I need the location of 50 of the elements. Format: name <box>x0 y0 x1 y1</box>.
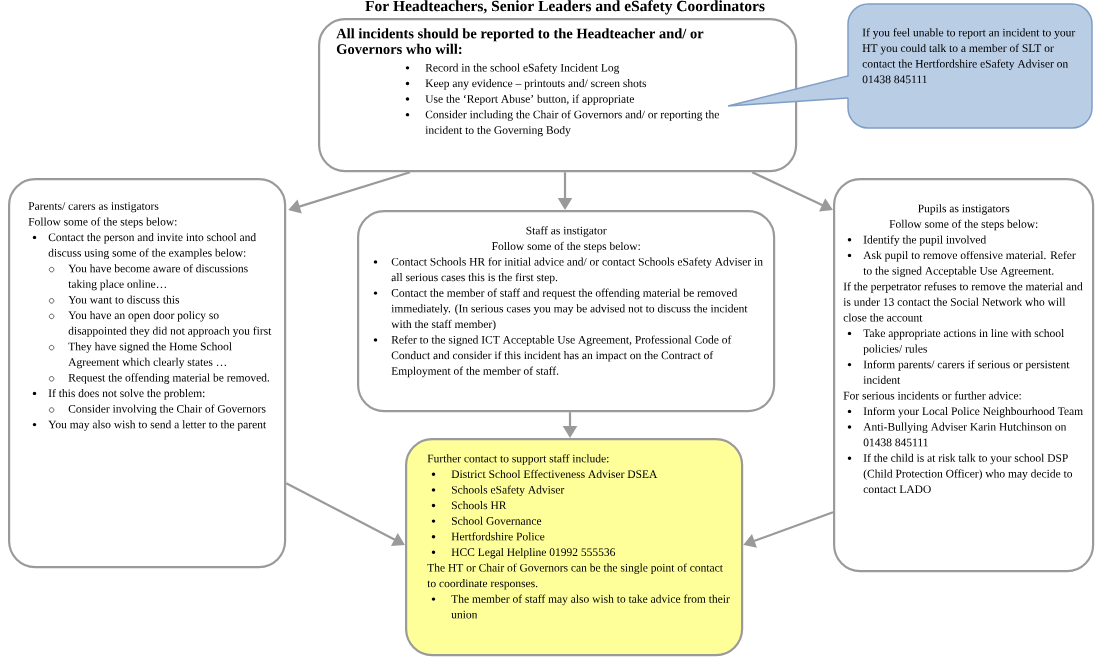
bullet-item: Schools eSafety Adviser <box>431 485 565 496</box>
bullet-item: You have become aware of discussions taking place online… <box>49 264 248 291</box>
bullet-item: Inform your Local Police Neighbourhood Team <box>847 406 1083 418</box>
bullet-item: Keep any evidence – printouts and/ screen shots <box>405 79 647 90</box>
bullet-item: HCC Legal Helpline 01992 555536 <box>431 547 616 559</box>
text-line: Further contact to support staff include: <box>427 454 609 465</box>
bullet-item: Contact Schools HR for initial advice and/ or contact Schools eSafety Adviser in all serious cases this is the first step. <box>373 257 763 284</box>
bullet-item: If this does not solve the problem: <box>32 388 205 400</box>
process-box <box>8 178 287 569</box>
bullet-item: Ask pupil to remove offensive material. Refer to the signed Acceptable Use Agreement. <box>847 250 1076 278</box>
arrow <box>285 482 405 546</box>
bullet-item: You may also wish to send a letter to the parent <box>32 420 267 431</box>
bullet-item: Contact the member of staff and request the offending material be removed immediately. (In serious cases you may be advised not to discuss the incident with the staff member) <box>373 288 748 331</box>
bullet-item: Hertfordshire Police <box>431 532 545 541</box>
bullet-item: You want to discuss this <box>49 295 180 304</box>
bullet-item: If the child is at risk talk to your school DSP (Child Protection Officer) who may decide to contact LADO <box>847 453 1073 494</box>
title: For Headteachers, Senior Leaders and eSafety Coordinators <box>365 0 765 15</box>
heading: Pupils as instigators <box>918 204 1010 215</box>
bullet-item: Record in the school eSafety Incident Log <box>405 63 620 74</box>
text-line: For serious incidents or further advice: <box>843 391 1021 400</box>
bullet-item: District School Effectiveness Adviser DSEA <box>431 469 658 478</box>
text-line: Parents/ carers as instigators <box>28 202 159 213</box>
text-line: If the perpetrator refuses to remove the material and is under 13 contact the Social Network who will close the account <box>843 282 1083 322</box>
bullet-item: The member of staff may also wish to take advice from their union <box>431 594 730 619</box>
bullet-item: Anti-Bullying Adviser Karin Hutchinson on 01438 845111 <box>847 422 1067 447</box>
bullet-item: Schools HR <box>431 501 507 510</box>
bullet-item: Inform parents/ carers if serious or persistent incident <box>847 360 1070 384</box>
bullet-item: Take appropriate actions in line with school policies/ rules <box>847 329 1065 356</box>
process-box <box>405 438 744 657</box>
heading: Follow some of the steps below: <box>889 219 1038 231</box>
text-line: Follow some of the steps below: <box>28 217 177 228</box>
process-box <box>318 18 798 173</box>
bullet-item: Consider involving the Chair of Governors <box>49 404 266 416</box>
heading: Follow some of the steps below: <box>491 241 640 253</box>
process-box <box>357 210 776 413</box>
bullet-item: Contact the person and invite into school and discuss using some of the examples below: <box>32 233 256 260</box>
arrow <box>751 171 833 212</box>
bullet-item: School Governance <box>431 516 542 525</box>
bullet-item: Refer to the signed ICT Acceptable Use Agreement, Professional Code of Conduct and consider if this incident has an impact on the Contract of Employment of the member of staff. <box>373 335 732 378</box>
process-box <box>833 178 1095 573</box>
bullet-item: You have an open door policy so disappointed they did not approach you first <box>49 311 272 338</box>
text-line: If you feel unable to report an incident to your HT you could talk to a member of SLT or contact the Hertfordshire eSafety Adviser on 01438 845111 <box>862 28 1076 84</box>
heading: All incidents should be reported to the Headteacher and/ or Governors who will: <box>336 28 704 55</box>
bullet-item: They have signed the Home School Agreement which clearly states … <box>49 342 232 369</box>
bullet-item: Use the ‘Report Abuse’ button, if appropriate <box>405 94 634 106</box>
bullet-item: Consider including the Chair of Governors and/ or reporting the incident to the Governing Body <box>405 110 719 137</box>
heading: Staff as instigator <box>526 226 607 237</box>
bullet-item: Identify the pupil involved <box>847 235 987 246</box>
text-line: The HT or Chair of Governors can be the single point of contact to coordinate responses. <box>427 563 723 590</box>
bullet-item: Request the offending material be removed. <box>49 373 270 384</box>
